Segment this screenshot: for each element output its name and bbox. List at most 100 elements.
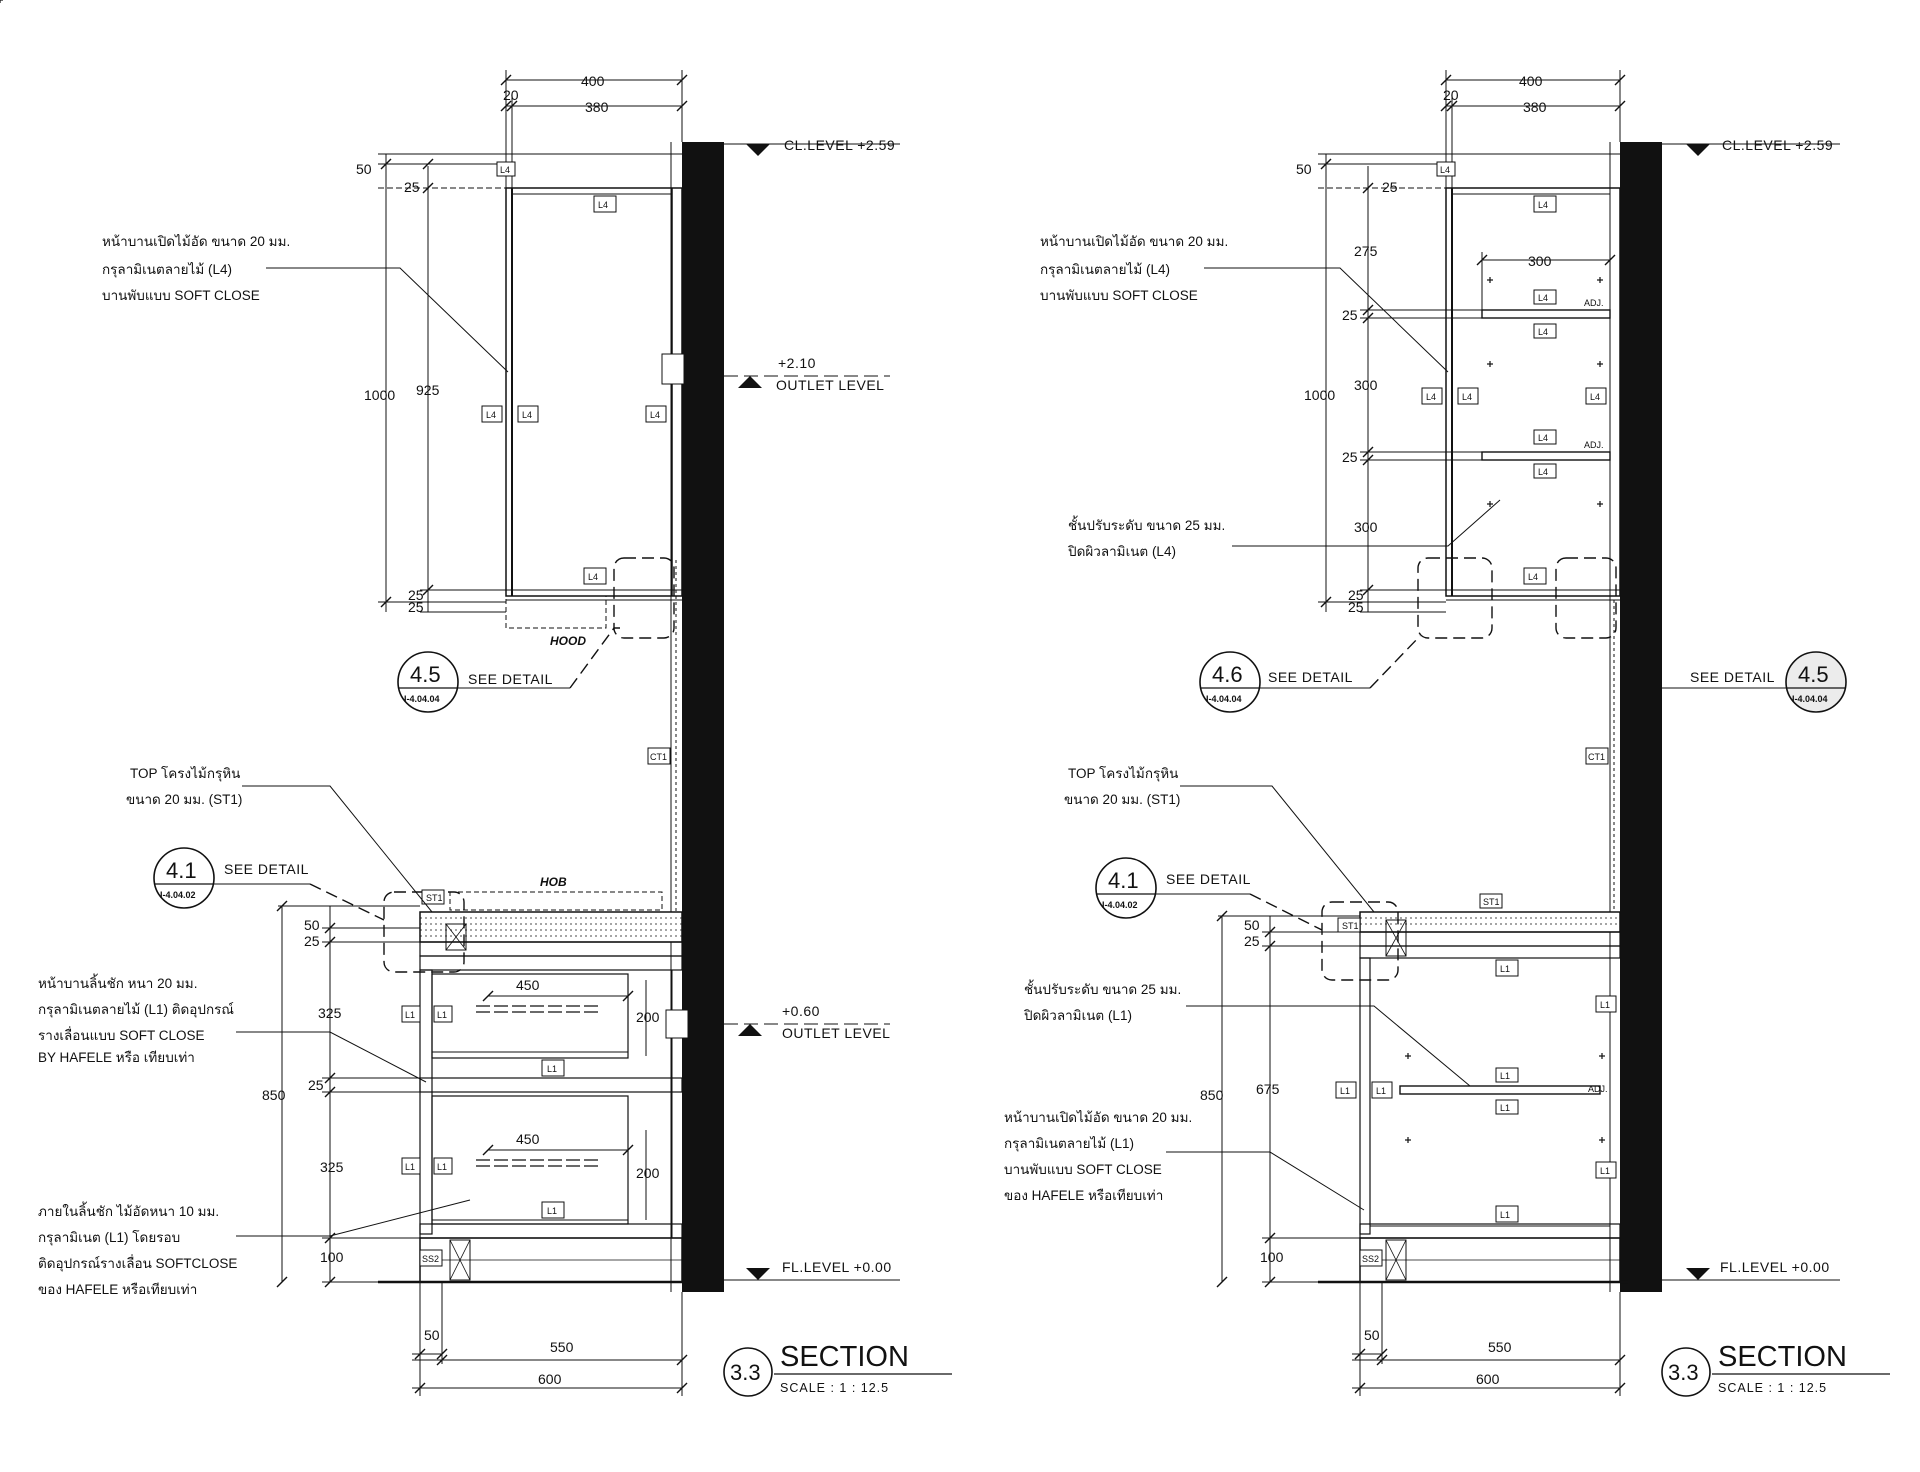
left-dim-325-a: 325 [318, 1005, 342, 1021]
left-dim-550: 550 [550, 1339, 574, 1355]
right-lower-dims [1216, 910, 1360, 1288]
svg-text:กรุลามิเนตลายไม้ (L4): กรุลามิเนตลายไม้ (L4) [1040, 262, 1170, 278]
left-material-tags [401, 161, 671, 1267]
left-callout-4-5: 4.5 I-4.04.04 SEE DETAIL [397, 627, 620, 713]
left-ceiling-level: CL.LEVEL +2.59 [724, 137, 900, 156]
right-dim-380: 380 [1523, 99, 1547, 115]
svg-text:FL.LEVEL +0.00: FL.LEVEL +0.00 [782, 1259, 892, 1275]
right-top-dims [1440, 70, 1626, 310]
svg-text:4.6: 4.6 [1212, 662, 1243, 687]
right-ceiling-level: CL.LEVEL +2.59 [1662, 137, 1840, 156]
right-tag-st1: ST1 [1483, 897, 1500, 907]
right-dim-300-w: 300 [1528, 253, 1552, 269]
svg-text:กรุลามิเนตลายไม้ (L1): กรุลามิเนตลายไม้ (L1) [1004, 1136, 1134, 1152]
left-dim-50-low: 50 [304, 917, 320, 933]
right-dim-50-bottom: 50 [1364, 1327, 1380, 1343]
svg-text:SEE DETAIL: SEE DETAIL [1690, 669, 1775, 685]
left-top-note: TOP โครงไม้กรุหิน ขนาด 20 มม. (ST1) [126, 765, 433, 913]
svg-text:บานพับแบบ SOFT CLOSE: บานพับแบบ SOFT CLOSE [1040, 288, 1198, 303]
left-tag-l4: L4 [598, 200, 608, 210]
right-tag-l4: L4 [1426, 392, 1436, 402]
right-tag-l1: L1 [1600, 1166, 1610, 1176]
right-adj-label: ADJ. [1588, 1084, 1608, 1094]
svg-text:I-4.04.02: I-4.04.02 [1102, 900, 1138, 910]
right-dim-100: 100 [1260, 1249, 1284, 1265]
right-adj-label: ADJ. [1584, 298, 1604, 308]
left-dim-25-b1: 25 [408, 587, 424, 603]
left-dim-380: 380 [585, 99, 609, 115]
right-floor-level: FL.LEVEL +0.00 [1662, 1259, 1840, 1281]
right-tag-l1: L1 [1600, 1000, 1610, 1010]
right-dim-25-low: 25 [1244, 933, 1260, 949]
left-tag-l1: L1 [547, 1064, 557, 1074]
left-tag-ct1: CT1 [650, 752, 667, 762]
left-dim-25-top: 25 [404, 179, 420, 195]
left-dim-325-b: 325 [320, 1159, 344, 1175]
left-dim-200-b: 200 [636, 1165, 660, 1181]
svg-text:I-4.04.04: I-4.04.04 [404, 694, 440, 704]
svg-text:หน้าบานเปิดไม้อัด ขนาด 20 มม.: หน้าบานเปิดไม้อัด ขนาด 20 มม. [1004, 1110, 1192, 1125]
right-dim-1000: 1000 [1304, 387, 1335, 403]
svg-text:4.1: 4.1 [1108, 868, 1139, 893]
left-tag-st1: ST1 [426, 893, 443, 903]
right-tag-l4: L4 [1528, 572, 1538, 582]
right-callout-4-6: 4.6 I-4.04.04 SEE DETAIL [1199, 635, 1421, 713]
svg-text:กรุลามิเนตลายไม้ (L1) ติดอุปกร: กรุลามิเนตลายไม้ (L1) ติดอุปกรณ์ [38, 1001, 234, 1018]
left-dim-50: 50 [356, 161, 372, 177]
svg-text:SCALE : 1 : 12.5: SCALE : 1 : 12.5 [1718, 1381, 1827, 1395]
svg-text:I-4.04.04: I-4.04.04 [1206, 694, 1242, 704]
right-dim-675: 675 [1256, 1081, 1280, 1097]
right-callout-4-1: 4.1 I-4.04.02 SEE DETAIL [1095, 857, 1323, 931]
svg-text:ขนาด 20 มม. (ST1): ขนาด 20 มม. (ST1) [126, 792, 242, 807]
svg-text:TOP โครงไม้กรุหิน: TOP โครงไม้กรุหิน [130, 765, 240, 782]
svg-text:+2.10: +2.10 [778, 355, 816, 371]
left-dim-25-low: 25 [304, 933, 320, 949]
left-tag-l1: L1 [547, 1206, 557, 1216]
svg-text:I-4.04.02: I-4.04.02 [160, 890, 196, 900]
svg-text:4.5: 4.5 [410, 662, 441, 687]
svg-text:TOP โครงไม้กรุหิน: TOP โครงไม้กรุหิน [1068, 765, 1178, 782]
right-dim-25-top: 25 [1382, 179, 1398, 195]
right-tag-l4: L4 [1538, 200, 1548, 210]
right-lower-shelf-note: ชั้นปรับระดับ ขนาด 25 มม. ปิดผิวลามิเนต … [1023, 979, 1471, 1087]
right-dim-20: 20 [1443, 87, 1459, 103]
right-dim-50-low: 50 [1244, 917, 1260, 933]
svg-text:CL.LEVEL +2.59: CL.LEVEL +2.59 [1722, 137, 1833, 153]
left-hob-label: HOB [540, 875, 567, 889]
left-drawer-inner-note: ภายในลิ้นชัก ไม้อัดหนา 10 มม. กรุลามิเนต… [38, 1199, 471, 1297]
left-section: HOOD HOB [38, 70, 952, 1397]
right-tag-l4: L4 [1462, 392, 1472, 402]
svg-text:+0.60: +0.60 [782, 1003, 820, 1019]
svg-text:กรุลามิเนตลายไม้ (L4): กรุลามิเนตลายไม้ (L4) [102, 262, 232, 278]
svg-text:SEE DETAIL: SEE DETAIL [1166, 871, 1251, 887]
svg-text:ชั้นปรับระดับ ขนาด 25 มม.: ชั้นปรับระดับ ขนาด 25 มม. [1024, 979, 1181, 997]
left-dim-25-b2: 25 [408, 599, 424, 615]
right-dim-25-s1: 25 [1342, 307, 1358, 323]
left-tag-l4: L4 [500, 165, 510, 175]
right-wall [1620, 142, 1662, 1292]
left-tag-l4: L4 [486, 410, 496, 420]
right-tag-l4: L4 [1538, 433, 1548, 443]
left-tag-l4: L4 [650, 410, 660, 420]
right-section-title: 3.3 SECTION SCALE : 1 : 12.5 [1661, 1341, 1890, 1397]
left-dim-925: 925 [416, 382, 440, 398]
right-tag-l4: L4 [1538, 327, 1548, 337]
left-dim-450-a: 450 [516, 977, 540, 993]
right-dim-25-s2: 25 [1342, 449, 1358, 465]
svg-text:SCALE : 1 : 12.5: SCALE : 1 : 12.5 [780, 1381, 889, 1395]
left-tag-l4: L4 [522, 410, 532, 420]
left-upper-dims [378, 154, 506, 613]
right-section: ADJ. ADJ. ADJ. 400 20 380 [0, 0, 1890, 1397]
svg-text:บานพับแบบ SOFT CLOSE: บานพับแบบ SOFT CLOSE [102, 288, 260, 303]
svg-text:หน้าบานลิ้นชัก หนา 20 มม.: หน้าบานลิ้นชัก หนา 20 มม. [38, 973, 197, 991]
left-dim-850: 850 [262, 1087, 286, 1103]
svg-text:3.3: 3.3 [1668, 1360, 1699, 1385]
right-tag-l4: L4 [1440, 165, 1450, 175]
left-section-title: 3.3 SECTION SCALE : 1 : 12.5 [723, 1341, 952, 1397]
left-dim-25-mid: 25 [308, 1077, 324, 1093]
right-upper-cabinet [1417, 187, 1621, 639]
svg-text:หน้าบานเปิดไม้อัด ขนาด 20 มม.: หน้าบานเปิดไม้อัด ขนาด 20 มม. [1040, 234, 1228, 249]
left-dim-200-a: 200 [636, 1009, 660, 1025]
svg-text:ภายในลิ้นชัก ไม้อัดหนา 10 มม.: ภายในลิ้นชัก ไม้อัดหนา 10 มม. [38, 1201, 219, 1219]
